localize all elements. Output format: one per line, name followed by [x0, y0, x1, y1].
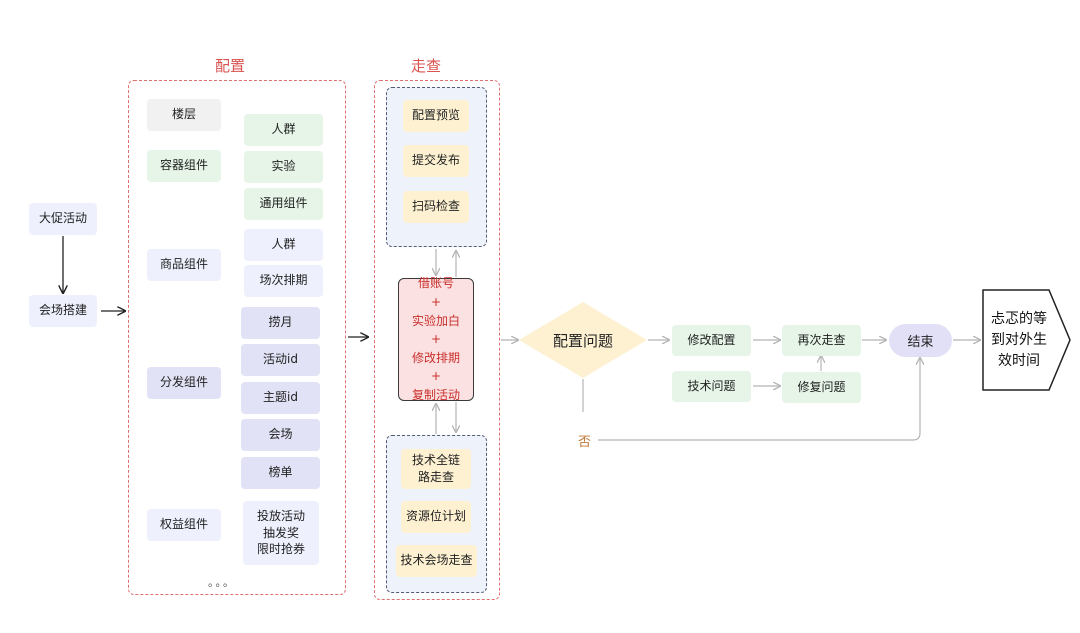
config-distribution-item: 榜单 [241, 457, 320, 489]
config-rights-label: 权益组件 [147, 509, 221, 541]
config-more-ellipsis: 。。。 [208, 576, 236, 589]
config-distribution-item: 捞月 [241, 307, 320, 339]
walkthrough-step-publish: 提交发布 [403, 145, 469, 177]
account-box: 借账号 + 实验加白 + 修改排期 + 复制活动 [398, 276, 474, 402]
fix-modify-config: 修改配置 [672, 325, 751, 356]
walkthrough-tech-venue: 技术会场走查 [396, 545, 477, 577]
final-chevron [982, 289, 1071, 391]
config-container-label: 容器组件 [147, 150, 221, 182]
account-line: 复制活动 [411, 387, 460, 402]
fix-repair: 修复问题 [782, 372, 861, 403]
account-line: + [430, 332, 442, 347]
config-group [128, 80, 346, 595]
venue-build-node: 会场搭建 [29, 295, 97, 327]
walkthrough-step-scan: 扫码检查 [403, 191, 469, 223]
config-distribution-item: 会场 [241, 419, 320, 451]
walkthrough-tech-resource: 资源位计划 [401, 501, 471, 533]
account-line: + [430, 369, 442, 384]
config-distribution-item: 活动id [241, 344, 320, 376]
activity-node: 大促活动 [29, 203, 97, 235]
fix-tech-issue: 技术问题 [672, 371, 751, 402]
walkthrough-section-title: 走查 [410, 57, 441, 75]
final-wait-label: 忐忑的等到对外生效时间 [991, 310, 1047, 369]
walkthrough-step-preview: 配置预览 [403, 100, 469, 132]
walkthrough-tech-fulllink: 技术全链路走查 [401, 449, 471, 489]
rights-item: 限时抢券 [256, 542, 305, 557]
config-product-label: 商品组件 [147, 249, 221, 281]
config-floor: 楼层 [147, 99, 221, 131]
account-line: 实验加白 [411, 313, 460, 328]
arrow-no-to-end [598, 358, 920, 441]
config-section-title: 配置 [214, 57, 245, 75]
fix-recheck: 再次走查 [782, 325, 861, 356]
config-container-item: 实验 [244, 151, 323, 183]
config-product-item: 场次排期 [244, 265, 323, 297]
rights-item: 投放活动 [256, 508, 305, 523]
config-container-item: 人群 [244, 114, 323, 146]
account-line: 修改排期 [411, 350, 460, 365]
decision-no-label: 否 [578, 435, 592, 450]
config-distribution-item: 主题id [241, 382, 320, 414]
account-line: + [430, 295, 442, 310]
decision-label: 配置问题 [552, 331, 613, 350]
walkthrough-group [374, 80, 500, 600]
account-line: 借账号 [417, 276, 454, 291]
config-distribution-label: 分发组件 [147, 367, 221, 399]
end-node: 结束 [889, 324, 952, 357]
config-container-item: 通用组件 [244, 188, 323, 220]
rights-item: 抽发奖 [262, 525, 299, 540]
config-rights-items: 投放活动 抽发奖 限时抢券 [243, 501, 319, 565]
decision-diamond [519, 302, 647, 378]
config-product-item: 人群 [244, 229, 323, 261]
